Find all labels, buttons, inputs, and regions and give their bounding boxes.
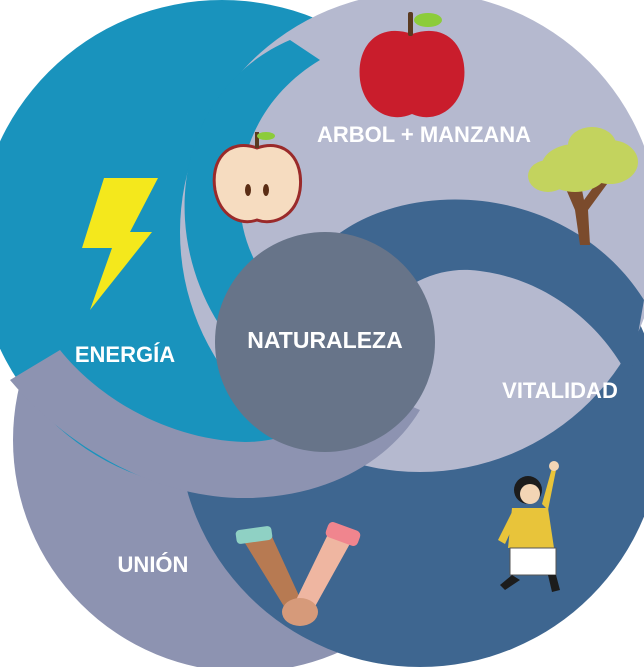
vitalidad-swirl	[290, 199, 644, 380]
holding-hands-icon	[235, 522, 361, 626]
union-swirl	[10, 350, 420, 499]
tree-icon	[528, 127, 638, 245]
apple-icon	[359, 12, 465, 118]
jumping-person-icon	[498, 461, 560, 592]
center-label: NATURALEZA	[247, 327, 402, 353]
center-circle	[215, 232, 435, 452]
apple-half-icon	[212, 132, 303, 224]
segment-label-vitalidad: VITALIDAD	[502, 378, 618, 403]
segment-label-arbol: ARBOL + MANZANA	[317, 122, 531, 147]
segment-label-energia: ENERGÍA	[75, 342, 175, 367]
segment-label-union: UNIÓN	[118, 552, 189, 577]
lightning-bolt-icon	[82, 178, 158, 310]
